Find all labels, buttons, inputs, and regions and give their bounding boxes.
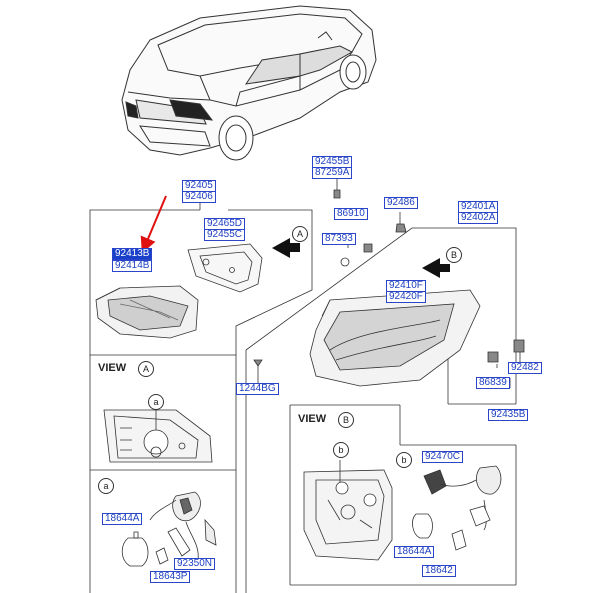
detail-a-marker: a <box>98 478 114 494</box>
view-b-title-marker: B <box>338 412 354 428</box>
inner-lamp-drawing <box>95 285 199 339</box>
detail-b-drawing <box>412 465 502 551</box>
part-label-18644A-a[interactable]: 18644A <box>102 513 143 525</box>
left-assembly-frame <box>89 209 313 593</box>
outer-lamp-drawing <box>309 289 481 387</box>
detail-b-marker: b <box>396 452 412 468</box>
part-label-86839[interactable]: 86839 <box>476 377 510 389</box>
view-a-detail-drawing <box>103 408 213 463</box>
view-a-title-marker: A <box>138 361 154 377</box>
arrow-a-marker: A <box>292 226 308 242</box>
part-label-92420F[interactable]: 92420F <box>386 291 426 303</box>
part-label-92406[interactable]: 92406 <box>182 191 216 203</box>
part-label-92482[interactable]: 92482 <box>508 362 542 374</box>
part-label-86910[interactable]: 86910 <box>334 208 368 220</box>
gasket-drawing <box>187 243 263 293</box>
part-label-92350N[interactable]: 92350N <box>174 558 216 570</box>
part-label-92402A[interactable]: 92402A <box>458 212 499 224</box>
view-a-sub-marker: a <box>148 394 164 410</box>
part-label-92414B[interactable]: 92414B <box>112 260 153 272</box>
view-b-title: VIEW <box>298 413 327 425</box>
part-label-87393[interactable]: 87393 <box>322 233 356 245</box>
view-b-arrow <box>422 258 450 278</box>
view-a-arrow <box>272 238 300 258</box>
view-b-detail-drawing <box>303 460 393 561</box>
part-label-92455C[interactable]: 92455C <box>204 229 246 241</box>
part-label-18642[interactable]: 18642 <box>422 565 456 577</box>
hardware-drawing <box>253 189 525 367</box>
part-label-92413B[interactable]: 92413B <box>112 248 153 260</box>
part-label-92435B[interactable]: 92435B <box>488 409 529 421</box>
part-label-18644A-b[interactable]: 18644A <box>394 546 435 558</box>
part-label-87259A[interactable]: 87259A <box>312 167 353 179</box>
view-b-sub-marker: b <box>333 442 349 458</box>
pointer-arrow <box>140 195 167 254</box>
vehicle-illustration <box>121 5 377 161</box>
detail-a-drawing <box>121 491 217 567</box>
view-a-title: VIEW <box>98 362 127 374</box>
part-label-1244BG[interactable]: 1244BG <box>236 383 279 395</box>
part-label-92465D[interactable]: 92465D <box>204 218 246 230</box>
part-label-18643P[interactable]: 18643P <box>150 571 191 583</box>
arrow-b-marker: B <box>446 247 462 263</box>
part-label-92470C[interactable]: 92470C <box>422 451 464 463</box>
part-label-92486[interactable]: 92486 <box>384 197 418 209</box>
